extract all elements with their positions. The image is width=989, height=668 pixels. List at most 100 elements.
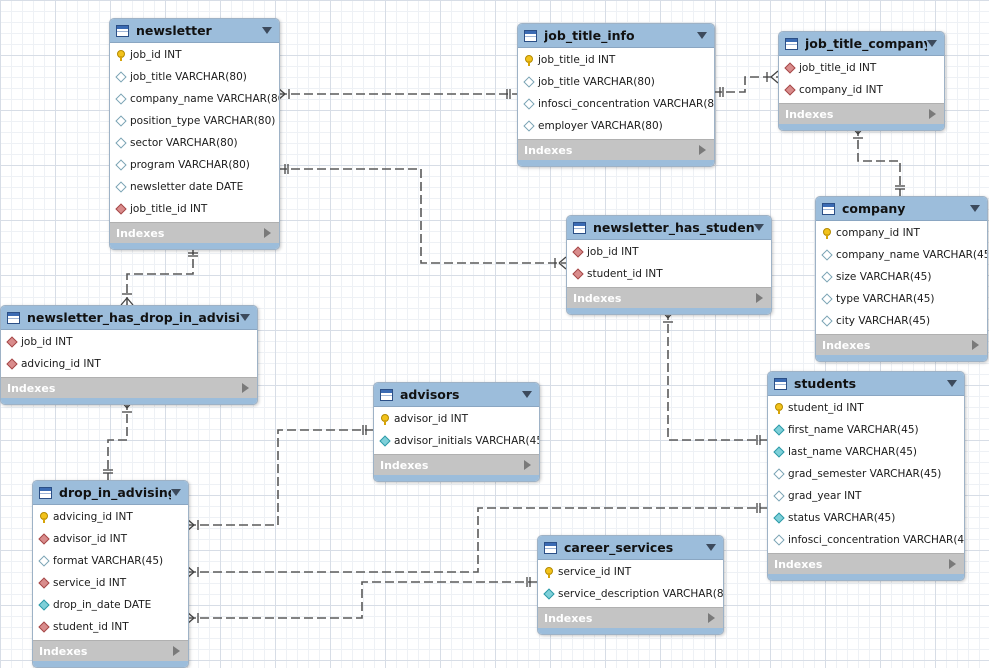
column-row[interactable]: employer VARCHAR(80) — [518, 115, 714, 137]
indexes-section[interactable]: Indexes — [33, 640, 188, 661]
column-row[interactable]: type VARCHAR(45) — [816, 288, 987, 310]
column-row[interactable]: job_id INT — [567, 241, 771, 263]
indexes-section[interactable]: Indexes — [518, 139, 714, 160]
column-row[interactable]: status VARCHAR(45) — [768, 507, 964, 529]
expand-arrow-icon[interactable] — [699, 145, 706, 155]
collapse-arrow-icon[interactable] — [262, 27, 272, 34]
collapse-arrow-icon[interactable] — [522, 391, 532, 398]
indexes-section[interactable]: Indexes — [768, 553, 964, 574]
column-row[interactable]: job_title VARCHAR(80) — [110, 66, 279, 88]
indexes-section[interactable]: Indexes — [110, 222, 279, 243]
column-row[interactable]: student_id INT — [33, 616, 188, 638]
relationship-newsletter-to-newsletter-has-students[interactable] — [278, 168, 566, 264]
table-header[interactable]: students — [768, 372, 964, 396]
column-row[interactable]: newsletter date DATE — [110, 176, 279, 198]
column-row[interactable]: infosci_concentration VARCHAR(45) — [768, 529, 964, 551]
table-header[interactable]: newsletter_has_students — [567, 216, 771, 240]
relationship-job-title-info-to-job-title-company[interactable] — [713, 76, 778, 93]
table-header[interactable]: company — [816, 197, 987, 221]
table-header[interactable]: advisors — [374, 383, 539, 407]
expand-arrow-icon[interactable] — [972, 340, 979, 350]
column-row[interactable]: job_title_id INT — [110, 198, 279, 220]
column-row[interactable]: student_id INT — [567, 263, 771, 285]
table-header[interactable]: career_services — [538, 536, 723, 560]
column-row[interactable]: first_name VARCHAR(45) — [768, 419, 964, 441]
collapse-arrow-icon[interactable] — [171, 489, 181, 496]
column-row[interactable]: service_id INT — [538, 561, 723, 583]
column-row[interactable]: job_id INT — [110, 44, 279, 66]
relationship-newsletter-has-drop-in-advising-to-drop-in-advising[interactable] — [107, 401, 128, 480]
relationship-drop-in-advising-to-advisors[interactable] — [187, 429, 373, 526]
collapse-arrow-icon[interactable] — [754, 224, 764, 231]
indexes-section[interactable]: Indexes — [374, 454, 539, 475]
column-row[interactable]: grad_year INT — [768, 485, 964, 507]
collapse-arrow-icon[interactable] — [706, 544, 716, 551]
table-header[interactable]: newsletter_has_drop_in_advising — [1, 306, 257, 330]
column-row[interactable]: size VARCHAR(45) — [816, 266, 987, 288]
relationship-drop-in-advising-to-career-services[interactable] — [187, 581, 537, 619]
column-row[interactable]: service_description VARCHAR(80) — [538, 583, 723, 605]
expand-arrow-icon[interactable] — [524, 460, 531, 470]
relationship-job-title-company-to-company[interactable] — [857, 127, 901, 196]
relationship-newsletter-to-newsletter-has-drop-in-advising[interactable] — [126, 246, 194, 305]
column-row[interactable]: advicing_id INT — [33, 506, 188, 528]
expand-arrow-icon[interactable] — [949, 559, 956, 569]
column-row[interactable]: student_id INT — [768, 397, 964, 419]
table-header[interactable]: newsletter — [110, 19, 279, 43]
relationship-newsletter-has-students-to-students[interactable] — [667, 311, 767, 441]
relationship-drop-in-advising-to-students[interactable] — [187, 507, 767, 573]
table-header[interactable]: drop_in_advising — [33, 481, 188, 505]
column-row[interactable]: advicing_id INT — [1, 353, 257, 375]
column-row[interactable]: sector VARCHAR(80) — [110, 132, 279, 154]
expand-arrow-icon[interactable] — [756, 293, 763, 303]
column-row[interactable]: company_name VARCHAR(80) — [110, 88, 279, 110]
column-row[interactable]: company_id INT — [779, 79, 944, 101]
column-label: first_name VARCHAR(45) — [788, 424, 919, 436]
collapse-arrow-icon[interactable] — [927, 40, 937, 47]
column-row[interactable]: advisor_initials VARCHAR(45) — [374, 430, 539, 452]
expand-arrow-icon[interactable] — [708, 613, 715, 623]
collapse-arrow-icon[interactable] — [970, 205, 980, 212]
column-row[interactable]: job_title_id INT — [518, 49, 714, 71]
collapse-arrow-icon[interactable] — [947, 380, 957, 387]
column-row[interactable]: infosci_concentration VARCHAR(80) — [518, 93, 714, 115]
column-row[interactable]: last_name VARCHAR(45) — [768, 441, 964, 463]
column-row[interactable]: company_name VARCHAR(45) — [816, 244, 987, 266]
column-row[interactable]: drop_in_date DATE — [33, 594, 188, 616]
expand-arrow-icon[interactable] — [173, 646, 180, 656]
collapse-arrow-icon[interactable] — [240, 314, 250, 321]
indexes-section[interactable]: Indexes — [567, 287, 771, 308]
indexes-section[interactable]: Indexes — [1, 377, 257, 398]
collapse-arrow-icon[interactable] — [697, 32, 707, 39]
column-row[interactable]: service_id INT — [33, 572, 188, 594]
column-row[interactable]: job_id INT — [1, 331, 257, 353]
column-row[interactable]: job_title VARCHAR(80) — [518, 71, 714, 93]
column-row[interactable]: format VARCHAR(45) — [33, 550, 188, 572]
table-header[interactable]: job_title_info — [518, 24, 714, 48]
indexes-section[interactable]: Indexes — [816, 334, 987, 355]
column-row[interactable]: position_type VARCHAR(80) — [110, 110, 279, 132]
expand-arrow-icon[interactable] — [929, 109, 936, 119]
column-row[interactable]: advisor_id INT — [374, 408, 539, 430]
column-row[interactable]: advisor_id INT — [33, 528, 188, 550]
column-row[interactable]: job_title_id INT — [779, 57, 944, 79]
expand-arrow-icon[interactable] — [242, 383, 249, 393]
column-row[interactable]: program VARCHAR(80) — [110, 154, 279, 176]
column-row[interactable]: company_id INT — [816, 222, 987, 244]
indexes-section[interactable]: Indexes — [779, 103, 944, 124]
table-header[interactable]: job_title_company — [779, 32, 944, 56]
indexes-section[interactable]: Indexes — [538, 607, 723, 628]
column-row[interactable]: grad_semester VARCHAR(45) — [768, 463, 964, 485]
column-row[interactable]: city VARCHAR(45) — [816, 310, 987, 332]
expand-arrow-icon[interactable] — [264, 228, 271, 238]
